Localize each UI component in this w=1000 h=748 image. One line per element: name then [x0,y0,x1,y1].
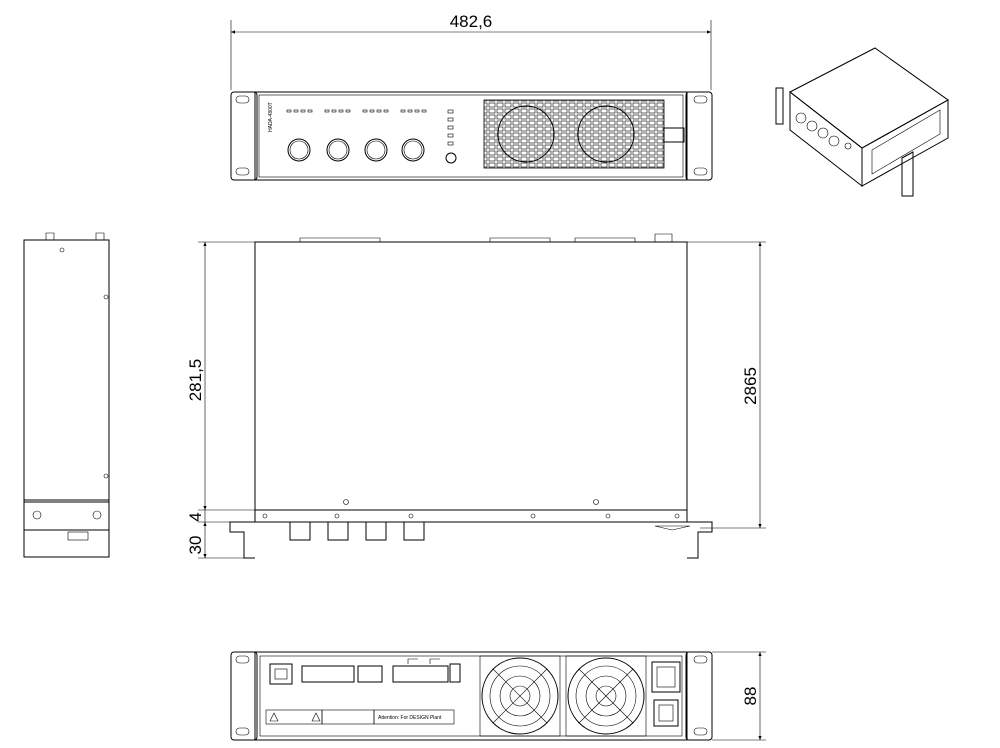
rear-fan-grilles [479,655,647,737]
volume-knobs[interactable] [287,138,425,162]
power-inlet[interactable] [651,661,681,693]
front-fan-grille [483,99,685,169]
network-port[interactable] [269,663,293,685]
ear-thickness-label: 4 [186,512,205,521]
power-button[interactable] [445,152,457,164]
isometric-view [775,47,949,197]
top-view: 281,5 4 30 2865 [186,233,766,559]
side-view [23,232,110,558]
led-indicators [286,109,427,113]
power-switch[interactable] [653,699,679,727]
depth-left-label: 281,5 [186,359,205,402]
front-width-label: 482,6 [450,12,493,31]
handle-depth-label: 30 [186,536,205,555]
front-view: 482,6 HADA-4800T [230,12,713,181]
input-terminals[interactable] [301,665,449,683]
depth-right-label: 2865 [741,367,760,405]
model-label: HADA-4800T [268,102,274,132]
rear-label-text: Attention: For DESIGN Plant [378,715,442,721]
rear-view: Attention: For DESIGN Plant 88 [230,651,766,741]
height-label: 88 [741,687,760,706]
